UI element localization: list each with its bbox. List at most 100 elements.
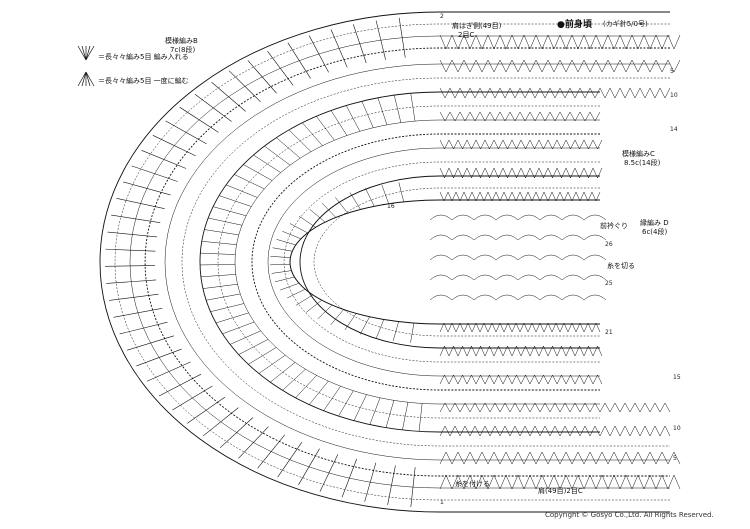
stitch-mark [471, 374, 477, 385]
stitch-mark [511, 322, 517, 333]
stitch-mark [439, 191, 445, 202]
stitch-mark [604, 87, 611, 99]
stitch-mark [563, 191, 569, 202]
label-bottom-shoulder: 肩(49目)2目C [538, 487, 583, 495]
stitch-mark [561, 345, 567, 357]
stitch-mark [459, 322, 465, 333]
stitch-mark [556, 374, 562, 385]
stitch-mark [467, 322, 473, 333]
stitch-mark [609, 87, 616, 99]
chain-loop [561, 294, 585, 301]
stitch-mark [597, 374, 603, 385]
stitch-mark [595, 59, 603, 73]
stitch-mark [439, 474, 447, 490]
stitch-mark [565, 59, 573, 73]
legend-fan-icon [81, 45, 87, 61]
stitch-mark [507, 322, 513, 333]
stitch-mark [511, 59, 519, 73]
stitch-mark [504, 425, 511, 437]
stitch-mark [494, 87, 501, 99]
stitch-mark [288, 129, 312, 152]
stitch-mark [524, 402, 531, 413]
stitch-mark [589, 402, 596, 413]
stitch-mark [479, 425, 486, 437]
stitch-mark [481, 34, 489, 50]
row-number: 10 [673, 425, 681, 432]
stitch-mark [599, 87, 606, 99]
stitch-mark [272, 247, 293, 252]
stitch-mark [559, 425, 566, 437]
stitch-mark [353, 394, 367, 421]
stitch-mark [569, 425, 576, 437]
stitch-mark [584, 425, 591, 437]
stitch-mark [649, 425, 656, 437]
stitch-mark [451, 474, 459, 490]
stitch-mark [481, 474, 489, 490]
stitch-mark [609, 402, 616, 413]
stitch-mark [344, 313, 357, 331]
stitch-mark [541, 59, 549, 73]
stitch-mark [579, 139, 585, 150]
stitch-mark [539, 402, 546, 413]
stitch-mark [238, 339, 269, 355]
stitch-mark [595, 474, 603, 490]
stitch-mark [563, 322, 569, 333]
stitch-mark [543, 345, 549, 357]
stitch-mark [449, 87, 456, 99]
stitch-mark [295, 375, 317, 398]
stitch-mark [208, 217, 243, 226]
stitch-mark [277, 442, 303, 478]
stitch-mark [346, 105, 361, 132]
stitch-mark [443, 322, 449, 333]
stitch-mark [462, 374, 468, 385]
stitch-mark [594, 111, 601, 122]
stitch-mark [547, 59, 555, 73]
stitch-mark [523, 191, 529, 202]
chart-bands [429, 34, 681, 490]
stitch-mark [448, 345, 454, 357]
stitch-mark [454, 111, 461, 122]
chain-loop [473, 234, 497, 241]
stitch-mark [551, 191, 557, 202]
stitch-mark [655, 474, 663, 490]
stitch-mark [613, 59, 621, 73]
stitch-mark [439, 34, 447, 50]
stitch-mark [484, 374, 490, 385]
stitch-mark [577, 59, 585, 73]
stitch-mark [591, 322, 597, 333]
stitch-mark [629, 402, 636, 413]
stitch-mark [565, 374, 571, 385]
stitch-mark [577, 34, 585, 50]
stitch-mark [589, 111, 596, 122]
stitch-mark [448, 167, 454, 179]
stitch-mark [466, 167, 472, 179]
stitch-mark [457, 451, 465, 465]
stitch-mark [570, 167, 576, 179]
stitch-mark [589, 34, 597, 50]
stitch-mark [471, 322, 477, 333]
chart-ring [129, 35, 670, 489]
stitch-mark [451, 34, 459, 50]
legend-fan-icon [77, 71, 87, 87]
stitch-mark [257, 434, 286, 469]
stitch-mark [553, 59, 561, 73]
stitch-mark [541, 474, 549, 490]
stitch-mark [589, 87, 596, 99]
chain-loop [473, 254, 497, 261]
stitch-mark [659, 425, 666, 437]
stitch-mark [515, 191, 521, 202]
stitch-mark [614, 425, 621, 437]
stitch-mark [439, 59, 447, 73]
stitch-mark [316, 116, 335, 141]
stitch-mark [525, 374, 531, 385]
stitch-mark [392, 321, 399, 341]
stitch-mark [599, 402, 606, 413]
stitch-mark [531, 322, 537, 333]
stitch-mark [571, 322, 577, 333]
stitch-mark [637, 474, 645, 490]
stitch-mark [511, 191, 517, 202]
stitch-mark [505, 59, 513, 73]
stitch-mark [534, 111, 541, 122]
stitch-mark [552, 139, 558, 150]
stitch-mark [601, 59, 609, 73]
